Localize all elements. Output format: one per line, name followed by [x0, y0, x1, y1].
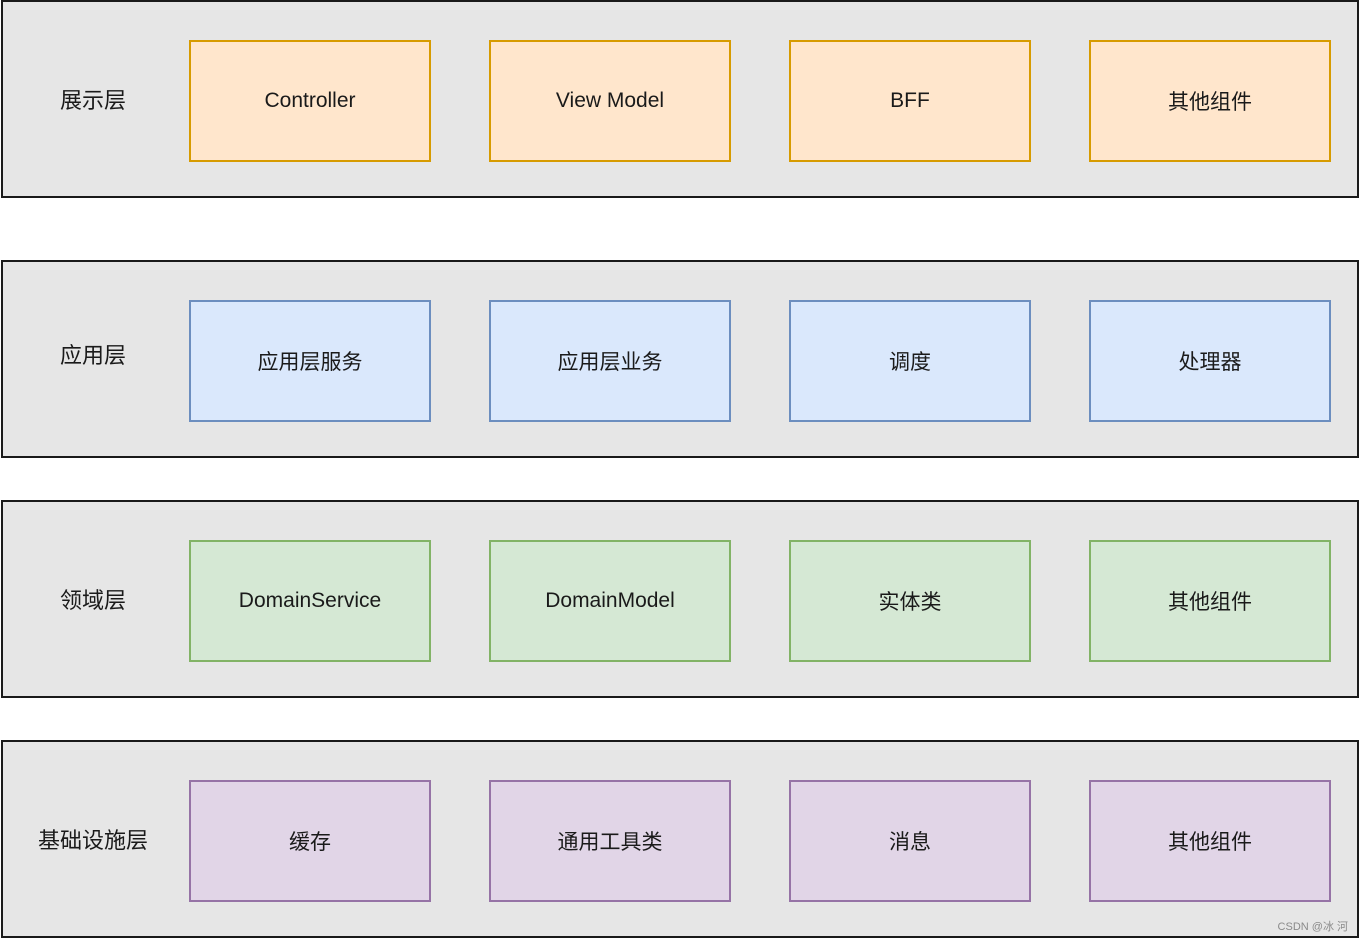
component-box: 应用层服务 — [189, 300, 431, 422]
component-box: 实体类 — [789, 540, 1031, 662]
component-box: Controller — [189, 40, 431, 162]
layer-label: 应用层 — [59, 344, 126, 369]
component-box: 通用工具类 — [489, 780, 731, 902]
component-box: 其他组件 — [1089, 540, 1331, 662]
component-box: BFF — [789, 40, 1031, 162]
component-box: 调度 — [789, 300, 1031, 422]
layer-label: 领域层 — [59, 589, 126, 614]
component-box: 应用层业务 — [489, 300, 731, 422]
layer-label: 基础设施层 — [37, 829, 148, 854]
component-box: DomainService — [189, 540, 431, 662]
layer-infrastructure: 基础设施层 缓存 通用工具类 消息 其他组件 — [1, 740, 1359, 938]
layer-domain: 领域层 DomainService DomainModel 实体类 其他组件 — [1, 500, 1359, 698]
component-box: View Model — [489, 40, 731, 162]
component-box: DomainModel — [489, 540, 731, 662]
component-box: 其他组件 — [1089, 40, 1331, 162]
component-box: 消息 — [789, 780, 1031, 902]
layer-application: 应用层 应用层服务 应用层业务 调度 处理器 — [1, 260, 1359, 458]
watermark: CSDN @冰 河 — [1277, 921, 1348, 933]
component-box: 处理器 — [1089, 300, 1331, 422]
layer-label: 展示层 — [59, 89, 126, 114]
component-box: 缓存 — [189, 780, 431, 902]
component-box: 其他组件 — [1089, 780, 1331, 902]
layer-presentation: 展示层 Controller View Model BFF 其他组件 — [1, 0, 1359, 198]
